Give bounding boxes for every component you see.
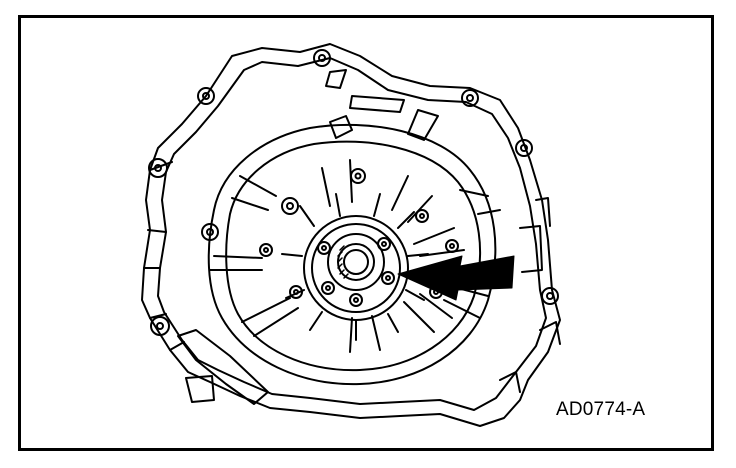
right-side-features bbox=[499, 197, 561, 393]
flange-bolt-bosses bbox=[148, 49, 559, 336]
top-window-pockets bbox=[325, 69, 439, 141]
indicator-arrow bbox=[397, 255, 515, 301]
figure-id-label: AD0774-A bbox=[556, 399, 646, 420]
central-hub bbox=[281, 193, 429, 341]
figure-frame bbox=[18, 15, 714, 451]
bell-housing-inner-rim bbox=[207, 123, 497, 386]
